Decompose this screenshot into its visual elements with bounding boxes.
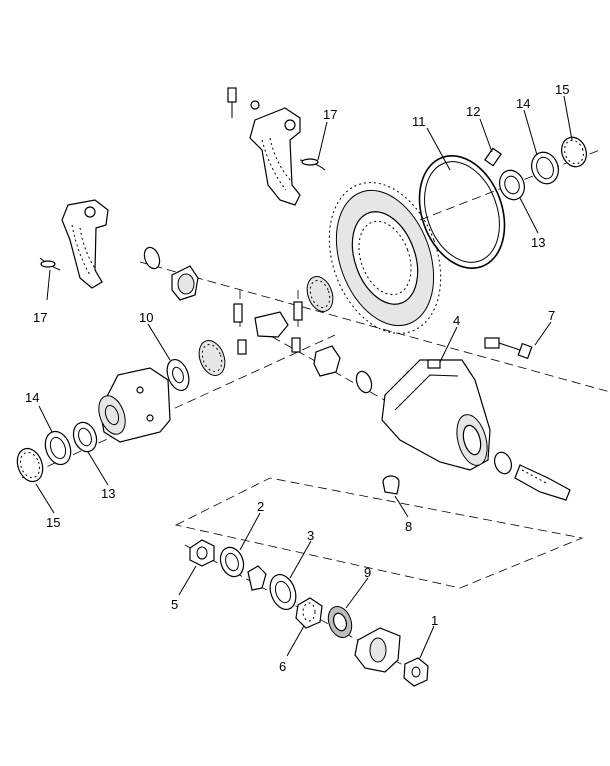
ring-gear [328,182,442,334]
callout-9: 9 [364,565,371,580]
nut-5 [189,539,215,567]
callout-labels: 17 12 14 15 11 13 17 10 4 7 14 13 15 8 2… [25,82,569,674]
callout-17-left: 17 [33,310,47,325]
side-pinion-gear-upper [171,265,199,301]
nut-1 [403,657,429,687]
adjuster-nut-15-upper [561,136,587,168]
callout-7: 7 [548,308,555,323]
callout-10: 10 [139,310,153,325]
callout-15-top: 15 [555,82,569,97]
bearing-cup-14-upper [531,151,559,185]
plug-8 [382,475,400,495]
thrust-washer-upper-left [143,246,161,270]
bearing-cup-14-lower [44,430,72,466]
cotter-pin-left [39,257,61,271]
bearing-cap-left [61,199,109,289]
carrier-housing [381,359,491,471]
seal-9 [327,606,353,638]
adjuster-nut-15-lower [16,447,44,483]
callout-14-left: 14 [25,390,39,405]
callout-14-top: 14 [516,96,530,111]
spacer-small [247,565,267,591]
washer-2 [219,546,245,578]
callout-8: 8 [405,519,412,534]
callout-4: 4 [453,313,460,328]
leader-lines [35,95,573,659]
thrust-washer-lower-right [355,370,373,394]
callout-6: 6 [279,659,286,674]
bearing-cone-13-upper [499,169,525,201]
callout-13-top: 13 [531,235,545,250]
spider-cross [233,301,303,355]
callout-13-left: 13 [101,486,115,501]
callout-5: 5 [171,597,178,612]
bearing-cap-upper [227,87,301,206]
thrust-washer-10 [166,358,190,392]
bolt-12 [484,147,502,167]
differential-case-half [98,367,171,443]
callout-1: 1 [431,613,438,628]
bearing-cone-13-lower [72,421,98,453]
cotter-pin-upper [299,158,326,171]
ring-gear-backing-plate [418,155,506,269]
callout-12: 12 [466,104,480,119]
callout-2: 2 [257,499,264,514]
side-pinion-gear-lower [313,345,341,377]
bearing-cone-6 [295,597,323,629]
kit-boundary-box [174,477,584,589]
side-gear-bevel [306,276,334,312]
yoke-flange [354,627,401,673]
callout-15-left: 15 [46,515,60,530]
callout-11: 11 [412,114,426,129]
breather-fitting-7 [484,337,533,360]
callout-3: 3 [307,528,314,543]
pinion-gear-shaft [493,451,571,501]
side-gear-left [198,340,226,376]
bearing-cup-3 [269,573,297,611]
callout-17-top: 17 [323,107,337,122]
